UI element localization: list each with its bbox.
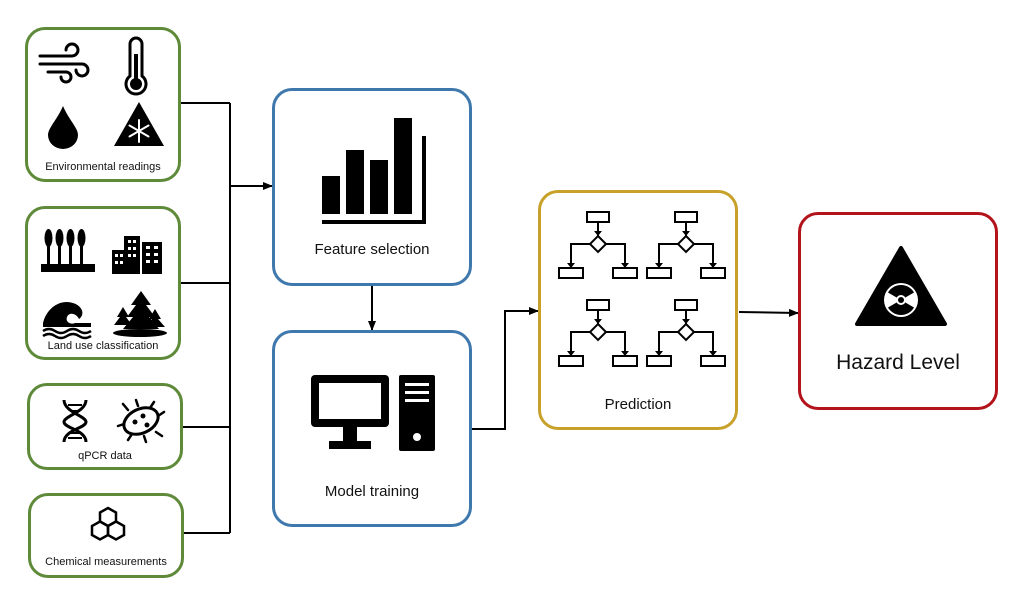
land-use-classification-label: Land use classification [47, 340, 159, 352]
hazard-level-label: Hazard Level [836, 351, 960, 374]
model-training-box: Model training [272, 330, 472, 527]
environmental-readings-label: Environmental readings [45, 161, 161, 173]
model-training-label: Model training [324, 483, 420, 500]
bacteria-icon [116, 398, 166, 444]
wind-icon [38, 42, 90, 84]
hazard-level-box: Hazard Level [798, 212, 998, 410]
computer-icon [311, 375, 435, 451]
buildings-icon [112, 236, 162, 274]
prediction-label: Prediction [604, 396, 672, 413]
arrow-to-hazard-level [738, 308, 799, 317]
crops-icon [41, 229, 95, 272]
environmental-readings-box: Environmental readings [25, 27, 181, 182]
radiation-warning-icon [855, 246, 947, 326]
feature-selection-label: Feature selection [314, 241, 430, 258]
land-use-classification-box: Land use classification [25, 206, 181, 360]
chemical-measurements-box: Chemical measurements [28, 493, 184, 578]
molecule-icon [90, 506, 126, 541]
bar-chart-icon [322, 118, 426, 224]
arrow-to-prediction [472, 307, 539, 430]
forest-icon [113, 291, 167, 337]
prediction-box: Prediction [538, 190, 738, 430]
wave-icon [42, 301, 92, 340]
thermometer-icon [124, 36, 148, 96]
qpcr-data-label: qPCR data [78, 450, 132, 462]
dna-icon [62, 399, 88, 443]
water-drop-icon [48, 106, 78, 149]
snow-warning-icon [114, 102, 164, 146]
decision-tree-icon [558, 211, 726, 367]
qpcr-data-box: qPCR data [27, 383, 183, 470]
chemical-measurements-label: Chemical measurements [45, 556, 167, 568]
feature-selection-box: Feature selection [272, 88, 472, 286]
